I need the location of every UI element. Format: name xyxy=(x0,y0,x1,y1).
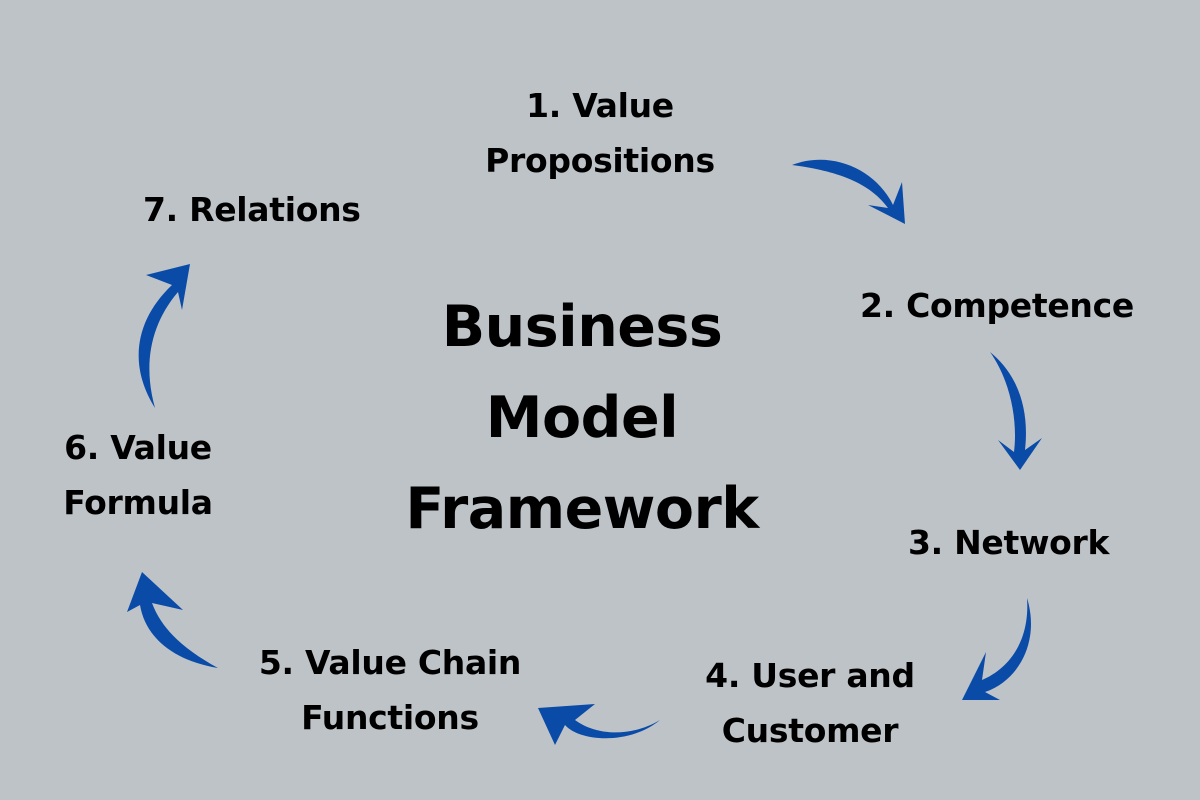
curved-arrow-icon xyxy=(990,352,1042,470)
step-2-label: 2. Competence xyxy=(860,278,1134,333)
curved-arrow-icon xyxy=(962,598,1031,700)
step-1-line: Propositions xyxy=(485,141,715,180)
step-4-label: 4. User and Customer xyxy=(660,648,960,758)
step-6-label: 6. Value Formula xyxy=(30,420,246,530)
diagram-title: Business Model Framework xyxy=(382,282,782,555)
step-7-line: 7. Relations xyxy=(143,190,361,229)
step-4-line: 4. User and xyxy=(705,656,915,695)
step-1-label: 1. Value Propositions xyxy=(440,78,760,188)
step-5-line: Functions xyxy=(301,698,479,737)
step-3-label: 3. Network xyxy=(908,515,1109,570)
title-line: Model xyxy=(485,385,679,451)
step-1-line: 1. Value xyxy=(526,86,674,125)
step-7-label: 7. Relations xyxy=(143,182,361,237)
curved-arrow-icon xyxy=(127,572,218,668)
title-line: Framework xyxy=(405,476,759,542)
title-line: Business xyxy=(441,294,723,360)
curved-arrow-icon xyxy=(538,704,660,745)
step-4-line: Customer xyxy=(721,711,899,750)
step-5-label: 5. Value Chain Functions xyxy=(230,635,550,745)
step-5-line: 5. Value Chain xyxy=(258,643,522,682)
step-6-line: 6. Value xyxy=(64,428,212,467)
curved-arrow-icon xyxy=(138,264,190,408)
step-2-line: 2. Competence xyxy=(860,286,1134,325)
step-3-line: 3. Network xyxy=(908,523,1110,562)
step-6-line: Formula xyxy=(63,483,213,522)
curved-arrow-icon xyxy=(792,159,905,224)
